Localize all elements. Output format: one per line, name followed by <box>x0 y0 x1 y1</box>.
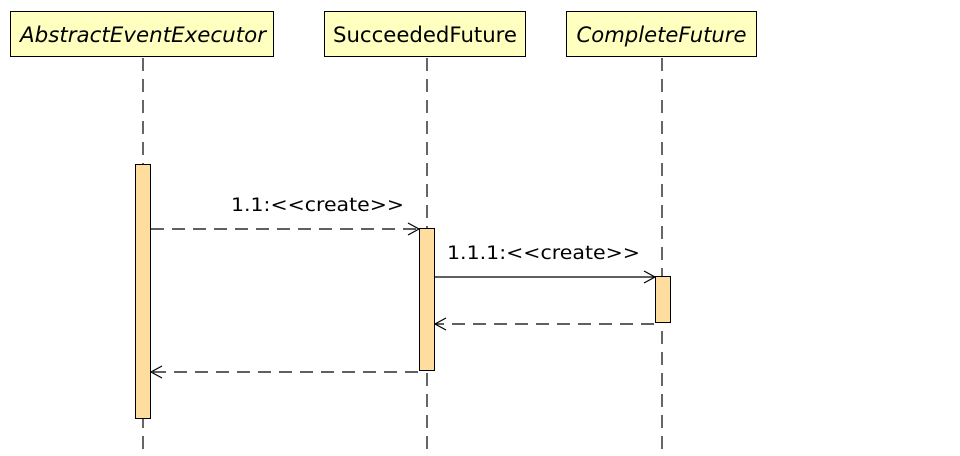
message-label: 1.1:<<create>> <box>231 194 404 216</box>
message-label: 1.1.1:<<create>> <box>447 242 640 264</box>
message-return-complete <box>433 317 654 331</box>
message-return-succeeded <box>149 365 418 379</box>
lifeline-title-succeeded: SucceededFuture <box>333 23 517 47</box>
activation-succeeded <box>419 228 435 371</box>
message-create-succeeded: 1.1:<<create>> <box>151 194 421 236</box>
activation-executor <box>135 164 151 419</box>
lifeline-abstract-event-executor: AbstractEventExecutor <box>10 11 274 456</box>
arrow-head-icon <box>149 365 163 379</box>
message-create-complete: 1.1.1:<<create>> <box>435 242 657 284</box>
lifeline-succeeded-future: SucceededFuture <box>324 11 526 456</box>
arrow-head-icon <box>407 222 421 236</box>
lifeline-complete-future: CompleteFuture <box>566 11 757 456</box>
lifeline-header-succeeded[interactable] <box>324 11 526 57</box>
lifeline-title-executor: AbstractEventExecutor <box>18 23 267 47</box>
activation-complete <box>655 276 671 323</box>
arrow-head-icon <box>433 317 447 331</box>
lifeline-title-complete: CompleteFuture <box>577 23 747 47</box>
lifeline-header-executor[interactable] <box>10 11 274 57</box>
lifeline-header-complete[interactable] <box>566 11 757 57</box>
arrow-head-icon <box>643 270 657 284</box>
